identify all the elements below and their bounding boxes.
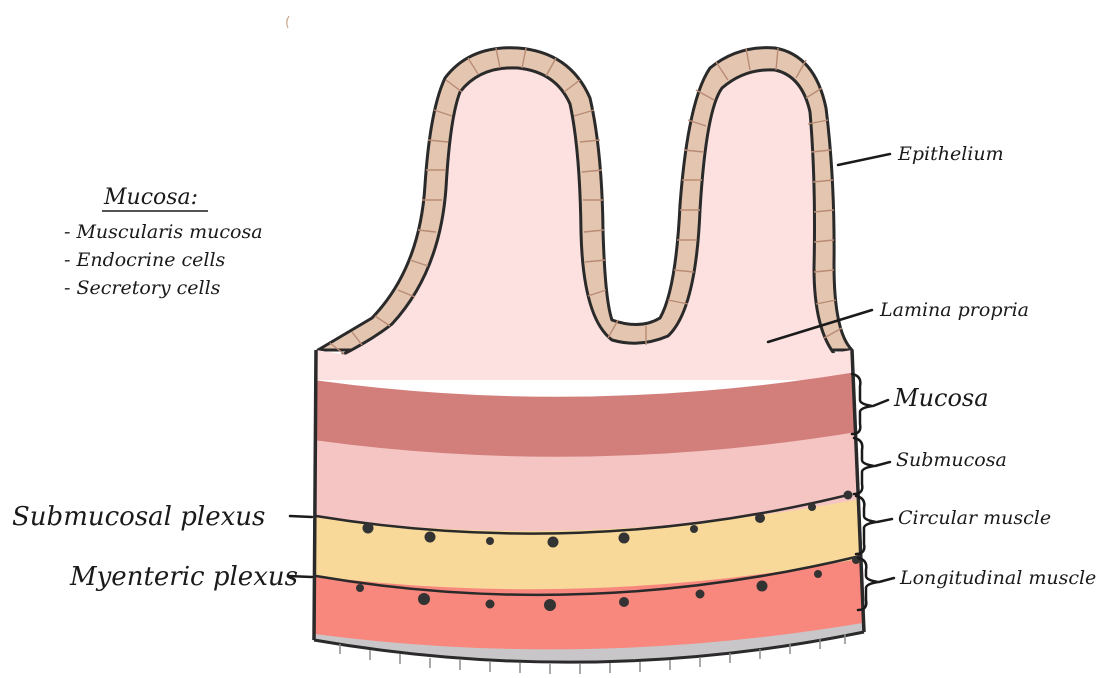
submucosa-tick — [875, 462, 890, 466]
gut-wall-layers — [300, 340, 880, 678]
mucosa-label: Mucosa — [893, 384, 989, 412]
pen-mark — [287, 16, 289, 28]
epithelium-label: Epithelium — [897, 143, 1004, 165]
submucosal-plexus-pointer — [290, 516, 312, 517]
submucosa-label: Submucosa — [896, 449, 1007, 471]
circular-muscle-label: Circular muscle — [898, 507, 1051, 529]
lamina-propria-label: Lamina propria — [879, 299, 1029, 321]
mucosa-notes: Mucosa: - Muscularis mucosa - Endocrine … — [64, 185, 263, 299]
epithelium-pointer — [838, 154, 890, 165]
longitudinal-muscle-tick — [879, 578, 894, 582]
myenteric-plexus-label: Myenteric plexus — [69, 562, 298, 592]
submucosal-plexus-label: Submucosal plexus — [12, 502, 265, 532]
notes-item: - Endocrine cells — [64, 249, 226, 271]
longitudinal-muscle-label: Longitudinal muscle — [899, 567, 1096, 589]
wall-left-edge — [314, 350, 316, 640]
mucosa-tick — [873, 400, 888, 406]
notes-item: - Muscularis mucosa — [64, 221, 263, 243]
notes-item: - Secretory cells — [64, 277, 221, 299]
circular-muscle-tick — [877, 519, 892, 522]
notes-title: Mucosa: — [103, 185, 198, 210]
